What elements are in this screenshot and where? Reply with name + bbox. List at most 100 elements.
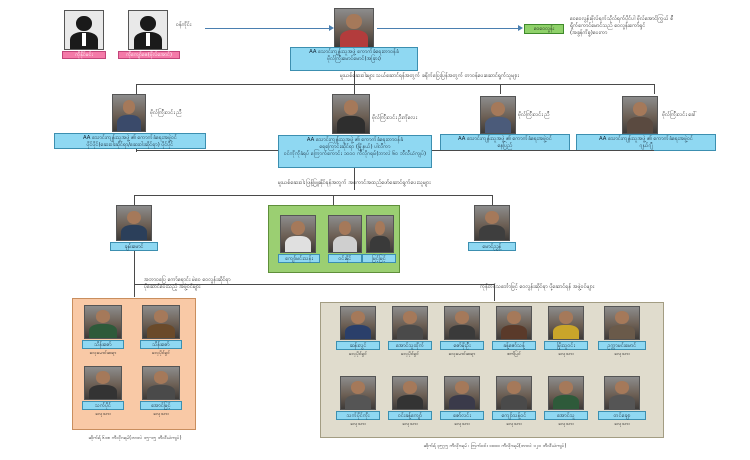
left-panel-footer: ဆိုက်ရ် ၆၁၈ ကီလိုဂရမ်(ဘာလဲ ၁၅-၁၅ ဘီလီယံက… xyxy=(88,436,182,441)
officer-4-box: AA သောင်းကျန်းသူအဖွဲ့ ၏ ကောက်ခံရေးအဖွဲ့ဝ… xyxy=(576,134,716,151)
top-left-connector xyxy=(205,28,332,29)
left-member-3-role: လှေသား xyxy=(95,412,111,417)
branch-line xyxy=(134,284,494,285)
right-member-4-label: ခန့်ဇော်သန့် xyxy=(492,341,536,350)
right-member-6-label: ဥက္ကာမင်းမောင် xyxy=(598,341,646,350)
top-right-connector xyxy=(377,28,519,29)
right-person-drop xyxy=(492,195,493,205)
right-member-12-photo xyxy=(604,376,640,410)
left-member-1-role: လှေမောင်ဆရာ xyxy=(89,351,117,356)
officer-1-photo xyxy=(112,94,146,132)
silhouette-1-label: ကိုနိုင်မင်း xyxy=(62,51,106,59)
silhouette-connector-label: ၀န်ကိုင်း xyxy=(176,22,192,28)
right-member-9-photo xyxy=(444,376,480,410)
left-person-drop xyxy=(134,195,135,205)
right-member-5-label: မြိုးသူဝင်း xyxy=(544,341,588,350)
right-member-12-role: လှေသား xyxy=(614,422,630,427)
center-drop xyxy=(354,168,355,190)
leader-down-line xyxy=(354,71,355,84)
left-member-4-label: အောင်မြင့် xyxy=(140,401,182,410)
right-member-11-photo xyxy=(548,376,584,410)
officer-1-drop xyxy=(136,84,137,94)
right-person-label: မောင်ညွှန့် xyxy=(468,242,516,251)
mid-caption: မူးယစ်ဆေးဝါးများ သယ်ဆောင်ရန်အတွက် ခရိုက်… xyxy=(340,73,519,79)
left-member-4-role: လှေသား xyxy=(153,412,169,417)
silhouette-2-label: ကိုကျော်ဇေ(ဗိုလ်အောင်) xyxy=(118,51,180,59)
silhouette-photo-1 xyxy=(64,10,104,50)
right-branch-caption: ကုန်တင်သင်္ဘောဖြင့် ဝေလွန်းဆိုင်ရာ ပို့ဆ… xyxy=(480,284,595,290)
middle-group-drop xyxy=(333,195,334,205)
officer-3-drop xyxy=(500,84,501,94)
top-right-arrow-icon xyxy=(518,25,523,31)
right-member-10-photo xyxy=(496,376,532,410)
officer-1-riser xyxy=(136,149,137,152)
right-member-1-photo xyxy=(340,306,376,340)
right-member-10-role: လှေသား xyxy=(506,422,522,427)
right-member-8-label: ဝင်းခန့်ကျော် xyxy=(388,411,432,420)
right-member-6-role: လှေသား xyxy=(614,352,630,357)
officer-1-box: AA သောင်းကျန်းသူအဖွဲ့ ၏ ကောက်ခံရေးအဖွဲ့ဝ… xyxy=(54,133,206,149)
right-member-8-photo xyxy=(392,376,428,410)
officer-4-photo xyxy=(622,96,658,134)
left-member-4-photo xyxy=(142,366,180,400)
left-member-3-photo xyxy=(84,366,122,400)
left-member-2-role: လှေပိုင်ရှင် xyxy=(152,351,170,356)
officer-3-box: AA သောင်းကျန်းသူအဖွဲ့ ၏ ကောက်ခံရေးအဖွဲ့ဝ… xyxy=(440,134,570,151)
right-member-1-role: လှေပိုင်ရှင် xyxy=(349,352,367,357)
right-member-7-label: သက်ပိုင်ကိုး xyxy=(336,411,380,420)
officer-3-name: ဗိုလ်ကြီးလင်း ညီ xyxy=(518,112,550,118)
right-person-photo xyxy=(474,205,510,241)
right-member-11-label: အောင်သူ xyxy=(544,411,588,420)
right-member-3-role: လှေမောင်ဆရာ xyxy=(448,352,476,357)
officer-4-drop xyxy=(654,84,655,94)
left-person-down xyxy=(134,251,135,284)
right-member-9-label: ဇော်လင်း xyxy=(440,411,484,420)
left-branch-caption: အဘာဝပြေ ကော်ရောင်း မဲဝေ ဝေလွန်းဆိုင်ရာ ပ… xyxy=(144,277,231,291)
middle-member-1-label: ကျော်မင်းသန်း xyxy=(278,254,320,263)
right-member-9-role: လှေသား xyxy=(454,422,470,427)
right-member-7-photo xyxy=(340,376,376,410)
left-person-label: ချမ်းမောင် xyxy=(110,242,158,251)
middle-member-2-label: ဝင်းနိုင် xyxy=(328,254,362,263)
lower-caption: မူးယစ်ဆေးဝါး ဖြန့်ဖြူးနိုင်ရန်အတွက် အကော… xyxy=(278,180,431,186)
green-tag: ဝေဝေလွန်း xyxy=(524,24,564,34)
officer-2-drop xyxy=(354,84,355,94)
right-branch-drop xyxy=(494,284,495,301)
right-member-7-role: လှေသား xyxy=(350,422,366,427)
lower-bus-line xyxy=(134,195,492,196)
left-branch-drop xyxy=(134,284,135,297)
middle-member-3-label: မြင့်မြင့် xyxy=(362,254,396,263)
right-panel-footer: ဆိုက်ရ် ၃၅၇၅ ကီလိုဂရမ် ၊ ကြက်ဝင်း ၁၀၀၀ က… xyxy=(423,444,567,449)
silhouette-photo-2 xyxy=(128,10,168,50)
officer-3-photo xyxy=(480,96,516,134)
left-member-1-photo xyxy=(84,305,122,339)
officer-bottom-line-left xyxy=(136,150,278,151)
right-member-5-role: လှေသား xyxy=(558,352,574,357)
right-member-8-role: လှေသား xyxy=(402,422,418,427)
officer-2-name: ဗိုလ်ကြီးလင်း ဦးကိုလေး xyxy=(372,115,417,121)
leader-photo xyxy=(334,8,374,48)
right-member-12-label: တင်ချော xyxy=(598,411,646,420)
right-member-5-photo xyxy=(548,306,584,340)
right-member-11-role: လှေသား xyxy=(558,422,574,427)
right-note: ဝေဝေလွန်းဗိုလ်ရက်သိုလ်ရက်ပိုင်ပါ ဗိုလ်အေ… xyxy=(570,16,674,37)
right-member-2-label: အောင်သူထိုက် xyxy=(388,341,432,350)
top-left-arrow-icon xyxy=(329,25,334,31)
right-member-4-role: စက်ပြင် xyxy=(507,352,521,357)
officer-bottom-line-right xyxy=(432,150,654,151)
middle-member-3-photo xyxy=(366,215,394,253)
officer-bus-line xyxy=(136,84,654,85)
left-member-2-label: သိန်းဇော် xyxy=(140,340,182,349)
officer-1-name: ဗိုလ်ကြီးလင်း ညီ xyxy=(150,110,182,116)
officer-2-box: AA သောင်းကျန်းသူအဖွဲ့ ၏ ကောက်ခံရေးတာဝန်ခ… xyxy=(278,135,432,168)
right-member-3-label: ဇော်မိုးဦး xyxy=(440,341,484,350)
left-person-photo xyxy=(116,205,152,241)
middle-member-2-photo xyxy=(328,215,362,253)
middle-member-1-photo xyxy=(280,215,316,253)
left-member-3-label: သက်ပိုင် xyxy=(82,401,124,410)
right-member-1-label: ဆန်းလွင် xyxy=(336,341,380,350)
right-member-6-photo xyxy=(604,306,640,340)
left-member-1-label: သိန်းဇော် xyxy=(82,340,124,349)
right-member-3-photo xyxy=(444,306,480,340)
officer-2-photo xyxy=(332,94,370,134)
